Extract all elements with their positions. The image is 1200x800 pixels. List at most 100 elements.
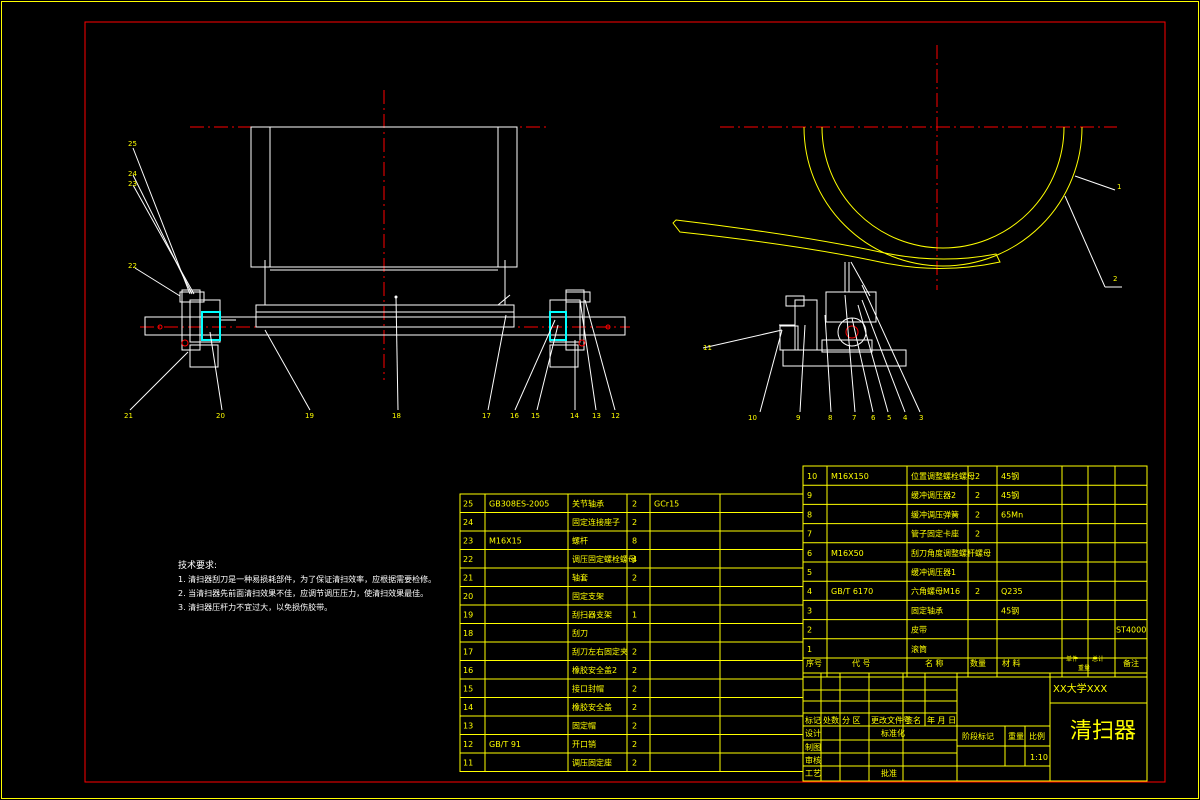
bom-header-remark: 备注 [1123, 658, 1139, 668]
bom-left-code: M16X15 [489, 537, 522, 546]
bom-left-qty: 1 [632, 611, 637, 620]
bom-right-name: 滚筒 [911, 644, 927, 654]
bom-left-no: 25 [463, 500, 473, 509]
bom-left-qty: 2 [632, 759, 637, 768]
bom-left-qty: 2 [632, 500, 637, 509]
bom-left-no: 20 [463, 592, 473, 601]
bom-left-name: 固定帽 [572, 721, 596, 731]
svg-text:11: 11 [703, 344, 712, 352]
bom-left-no: 21 [463, 574, 473, 583]
bom-left-name: 橡胶安全盖 [572, 702, 612, 712]
bom-right-frame [802, 465, 1148, 678]
svg-text:6: 6 [871, 414, 876, 422]
drawing-border [84, 21, 1166, 783]
title-standard: 标准化 [881, 728, 905, 738]
svg-text:18: 18 [392, 412, 401, 420]
bom-right-code: GB/T 6170 [831, 587, 873, 596]
svg-text:8: 8 [828, 414, 832, 422]
bom-left-qty: 2 [632, 648, 637, 657]
bom-right-no: 7 [807, 530, 812, 539]
bom-header-no: 序号 [806, 658, 822, 668]
bom-left-qty: 2 [632, 518, 637, 527]
svg-text:1: 1 [1117, 183, 1121, 191]
bom-header-name: 名 称 [925, 658, 944, 668]
svg-text:2: 2 [1113, 275, 1117, 283]
bom-right-material: 45钢 [1001, 490, 1019, 500]
bom-left-material: GCr15 [654, 500, 679, 509]
bom-right-qty: 2 [975, 530, 980, 539]
bom-left-name: 刮刀 [572, 628, 588, 638]
bom-left-no: 19 [463, 611, 473, 620]
bom-right-material: 45钢 [1001, 471, 1019, 481]
bom-left-no: 15 [463, 685, 473, 694]
bom-right-no: 2 [807, 626, 812, 635]
bom-left-qty: 2 [632, 666, 637, 675]
rev-zone: 分 区 [842, 716, 861, 725]
bom-left-no: 14 [463, 703, 473, 712]
bom-left-qty: 2 [632, 574, 637, 583]
bom-right-name: 六角螺母M16 [911, 586, 960, 596]
bom-left-no: 13 [463, 722, 473, 731]
bom-header-single: 单件 [1066, 655, 1078, 663]
title-scale: 1:10 [1030, 753, 1048, 762]
title-block-text: XX大学XXX 清扫器 比例 1:10 阶段标记 重量 标记 处数 分 区 更改… [805, 682, 1136, 778]
bom-left-qty: 2 [632, 685, 637, 694]
title-drawing-name: 清扫器 [1070, 719, 1136, 744]
bom-left-no: 18 [463, 629, 473, 638]
tech-item-2: 2. 当清扫器先前面清扫效果不佳，应调节调压压力，使清扫效果最佳。 [178, 588, 428, 598]
svg-text:16: 16 [510, 412, 519, 420]
svg-text:15: 15 [531, 412, 540, 420]
svg-text:20: 20 [216, 412, 225, 420]
bom-left-no: 12 [463, 740, 473, 749]
svg-text:13: 13 [592, 412, 601, 420]
bom-left-qty: 2 [632, 722, 637, 731]
bom-right-code: M16X50 [831, 549, 864, 558]
svg-text:23: 23 [128, 180, 137, 188]
bom-header: 序号 代 号 名 称 数量 材 料 单件 总计 重量 备注 [806, 655, 1139, 672]
bom-right-name: 缓冲调压器2 [911, 490, 956, 500]
bom-left-name: 轴套 [572, 573, 588, 583]
title-block [802, 672, 1148, 782]
bom-left-name: 螺杆 [572, 536, 588, 546]
svg-text:10: 10 [748, 414, 757, 422]
tech-item-3: 3. 清扫器压杆力不宜过大，以免损伤胶带。 [178, 602, 332, 612]
bom-right-name: 刮刀角度调整螺杆螺母 [911, 548, 991, 558]
bom-right-no: 1 [807, 645, 812, 654]
bom-left-qty: 2 [632, 740, 637, 749]
rev-sign: 签名 [905, 715, 921, 725]
svg-text:19: 19 [305, 412, 314, 420]
svg-text:22: 22 [128, 262, 137, 270]
bom-right-no: 9 [807, 491, 812, 500]
rev-mark: 标记 [805, 715, 821, 725]
title-check: 审核 [805, 755, 821, 765]
tech-item-1: 1. 清扫器刮刀是一种易损耗部件，为了保证清扫效率，应根据需要检修。 [178, 574, 436, 584]
bom-header-weight: 重量 [1078, 664, 1090, 672]
svg-text:7: 7 [852, 414, 856, 422]
bom-right-no: 6 [807, 549, 812, 558]
bom-header-code: 代 号 [852, 658, 871, 668]
title-approve: 批准 [881, 768, 897, 778]
svg-text:9: 9 [796, 414, 800, 422]
left-view-callouts: 25 24 23 22 21 20 19 18 17 16 15 14 13 1… [124, 140, 620, 420]
bom-right-name: 固定轴承 [911, 605, 943, 615]
title-stage-label: 阶段标记 [962, 731, 994, 741]
left-view [129, 90, 630, 411]
bom-right-name: 管子固定卡座 [911, 529, 959, 539]
tech-requirements: 技术要求: 1. 清扫器刮刀是一种易损耗部件，为了保证清扫效率，应根据需要检修。… [178, 559, 436, 612]
bom-right-no: 10 [807, 472, 817, 481]
svg-text:4: 4 [903, 414, 908, 422]
bom-left-name: 固定连接座子 [572, 517, 620, 527]
bom-right-table [802, 465, 1148, 678]
bom-header-material: 材 料 [1002, 658, 1021, 668]
bom-right-no: 3 [807, 606, 812, 615]
bom-left-name: 关节轴承 [572, 499, 604, 509]
bom-left-qty: 4 [632, 555, 637, 564]
svg-text:24: 24 [128, 170, 137, 178]
bom-left-no: 11 [463, 759, 473, 768]
bom-right-qty: 2 [975, 472, 980, 481]
bom-left-name: 固定支架 [572, 591, 604, 601]
rev-date: 年 月 日 [927, 715, 956, 725]
title-school: XX大学XXX [1053, 682, 1107, 695]
title-scale-label: 比例 [1029, 731, 1045, 741]
